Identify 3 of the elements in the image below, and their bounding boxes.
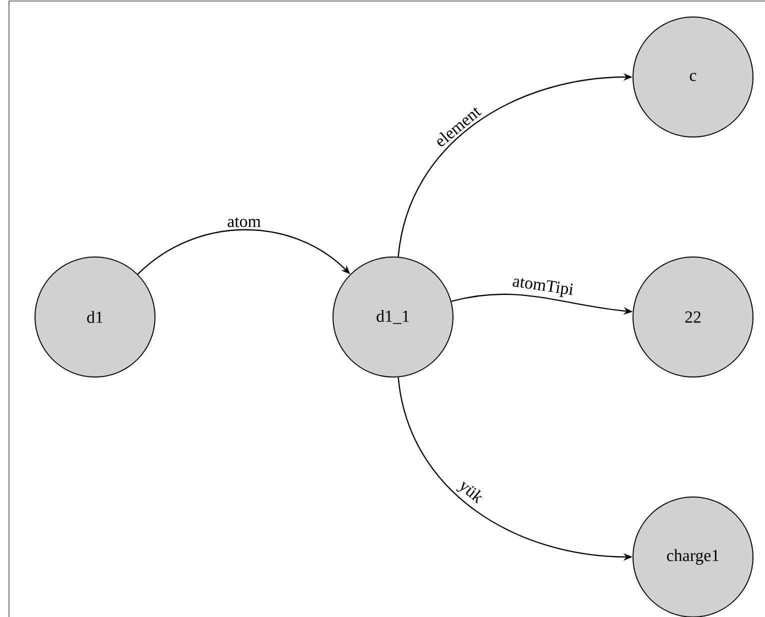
edge-label: yük bbox=[456, 481, 482, 504]
edge-label: atom bbox=[228, 217, 261, 228]
edge-label: atomTipi bbox=[512, 278, 573, 298]
